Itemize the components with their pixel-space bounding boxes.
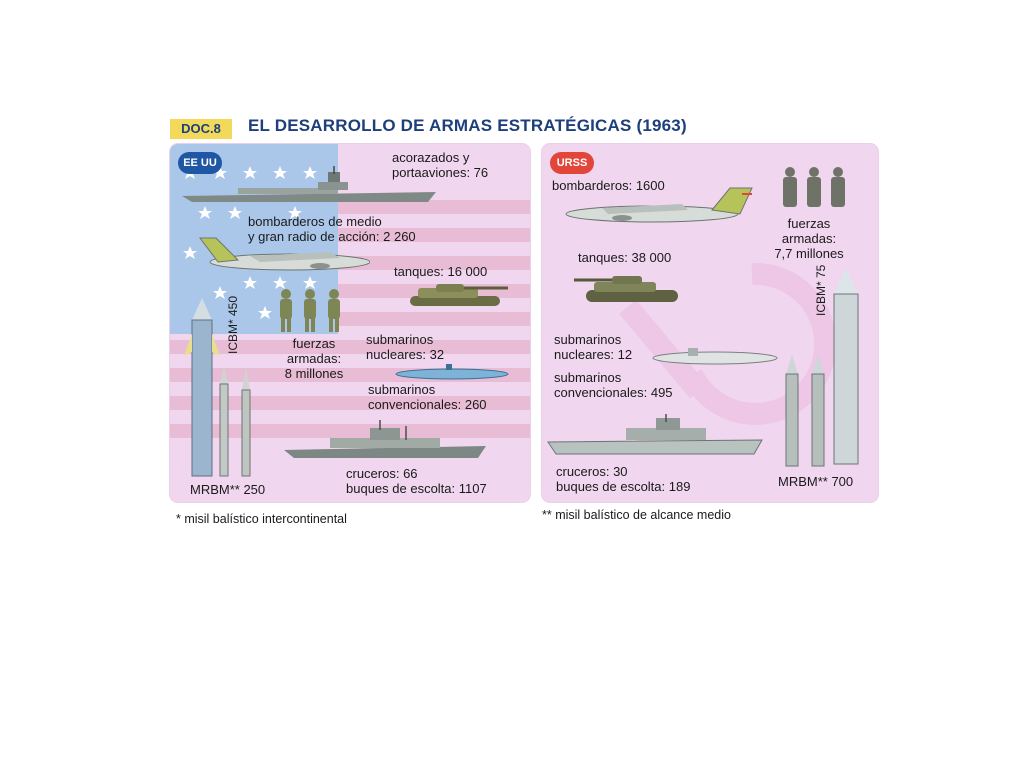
footnote-mrbm: ** misil balístico de alcance medio <box>542 508 731 522</box>
ussr-cruisers-label: cruceros: 30 buques de escolta: 189 <box>556 464 691 494</box>
usa-panel: EE UU acorazados y portaaviones: 76 bomb… <box>170 144 530 502</box>
bomber-plane-icon <box>199 237 370 271</box>
ussr-mrbm-label: MRBM** 700 <box>778 474 854 489</box>
document-header: DOC.8 EL DESARROLLO DE ARMAS ESTRATÉGICA… <box>170 116 770 142</box>
usa-badge: EE UU <box>178 152 222 174</box>
battleship-icon <box>182 166 436 202</box>
submarine-icon <box>652 348 778 365</box>
footnote-icbm: * misil balístico intercontinental <box>176 512 347 526</box>
doc-title: EL DESARROLLO DE ARMAS ESTRATÉGICAS (196… <box>248 116 687 135</box>
us-battleships-label: acorazados y portaaviones: 76 <box>392 150 489 180</box>
submarine-icon <box>395 364 509 380</box>
us-cruisers-label: cruceros: 66 buques de escolta: 1107 <box>346 466 487 496</box>
cruiser-ship-icon <box>547 414 763 455</box>
ussr-conventional-subs-label: submarinos convencionales: 495 <box>554 370 673 400</box>
ussr-badge: URSS <box>550 152 594 174</box>
doc-badge: DOC.8 <box>170 119 232 139</box>
soldiers-icon <box>280 289 340 332</box>
us-tanks-label: tanques: 16 000 <box>394 264 488 279</box>
missiles-icon <box>184 298 251 477</box>
us-conventional-subs-label: submarinos convencionales: 260 <box>368 382 487 412</box>
us-mrbm-label: MRBM** 250 <box>190 482 266 497</box>
tank-icon <box>574 276 678 302</box>
tank-icon <box>410 284 508 306</box>
us-armed-forces-label: fuerzas armadas: 8 millones <box>284 336 344 381</box>
bomber-plane-icon <box>565 187 753 223</box>
cruiser-ship-icon <box>284 420 486 458</box>
missiles-icon <box>785 268 859 467</box>
ussr-bombers-label: bombarderos: 1600 <box>552 178 665 193</box>
ussr-armed-forces-label: fuerzas armadas: 7,7 millones <box>774 216 844 261</box>
ussr-tanks-label: tanques: 38 000 <box>578 250 672 265</box>
us-nuclear-subs-label: submarinos nucleares: 32 <box>366 332 445 362</box>
ussr-panel: URSS bombarderos: 1600 fuerzas armadas: … <box>542 144 878 502</box>
ussr-nuclear-subs-label: submarinos nucleares: 12 <box>554 332 633 362</box>
us-bombers-label: bombarderos de medio y gran radio de acc… <box>248 214 416 244</box>
soldiers-icon <box>783 167 845 207</box>
